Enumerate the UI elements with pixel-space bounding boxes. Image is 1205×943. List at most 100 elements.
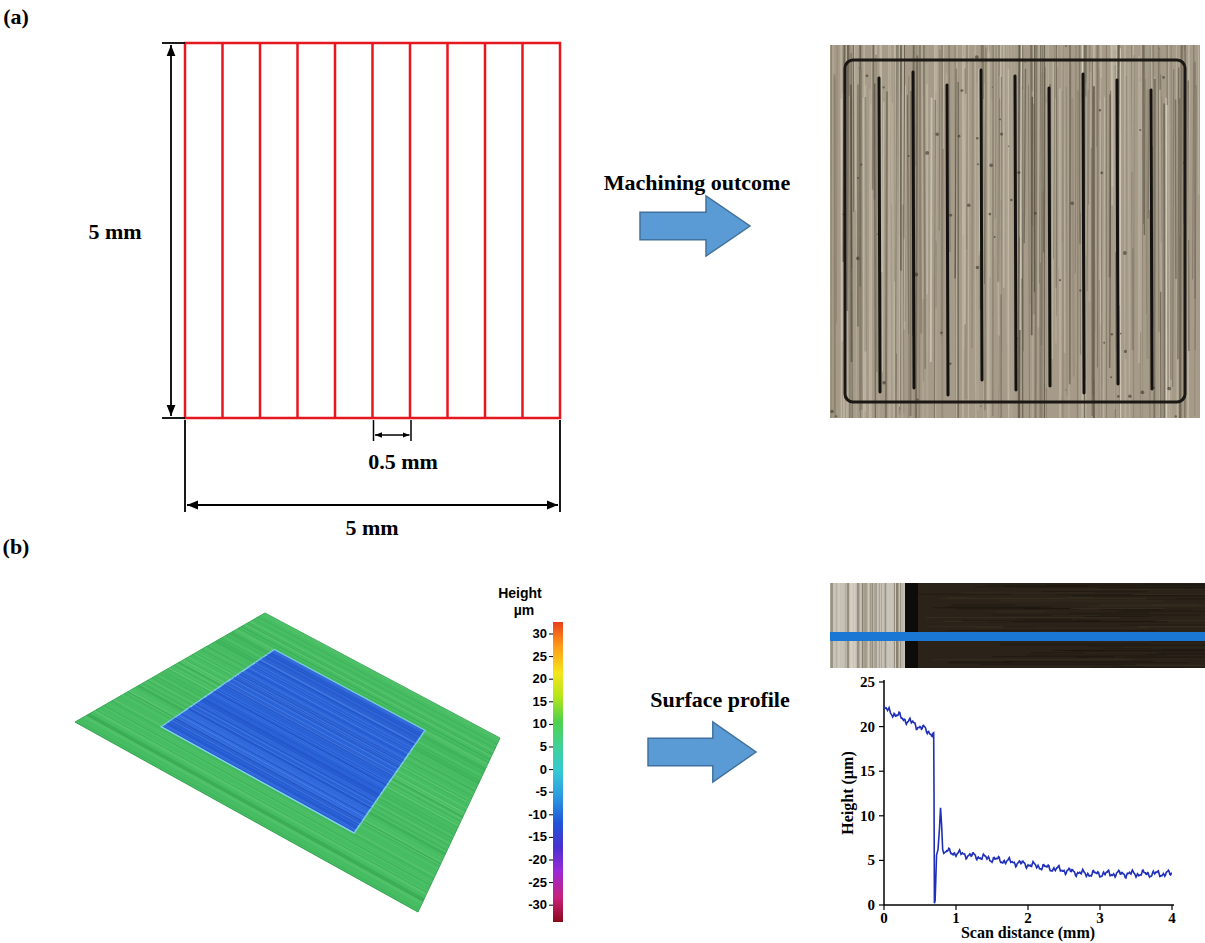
surface-streak [190,707,372,807]
surface-streak [941,598,1176,599]
surface-streak [879,583,880,668]
machined-groove [1117,80,1118,384]
surface-streak [255,663,413,748]
axis-tick-label: 5 [868,852,876,869]
surface-streak [1099,604,1205,605]
surface-streak [918,594,1010,595]
surface-pit [877,233,878,234]
surface-streak [846,583,847,668]
surface-streak [1175,99,1177,278]
surface-streak [848,583,849,668]
colorbar-tick [549,724,553,725]
scan-line [521,43,524,418]
surface-streak [1000,600,1163,601]
surface-streak [172,720,361,824]
surface-streak [875,45,876,418]
colorbar-tick-label: -5 [535,785,547,799]
surface-streak [1072,595,1205,596]
surface-streak [865,583,867,668]
dimension-line [375,434,410,436]
surface-streak [1153,79,1155,418]
extension-line [184,420,186,512]
surface-streak [897,583,899,668]
axis-tick [1171,905,1172,910]
surface-streak [263,658,418,741]
dimension-label: 5 mm [345,516,398,540]
surface-pit [860,164,862,166]
colorbar-tick [549,656,553,657]
colorbar-tick [549,747,553,748]
surface-pit [925,151,929,155]
surface-streak [895,583,897,668]
surface-pit [1059,279,1061,281]
surface-streak [975,45,976,385]
surface-streak [845,583,846,668]
surface-streak [894,583,895,668]
surface-streak [1053,45,1054,259]
surface-streak [1103,97,1105,418]
axis-tick-label: 0 [868,897,876,914]
surface-streak [870,583,871,668]
surface-streak [1111,45,1112,205]
surface-streak [1162,96,1163,418]
surface-streak [897,583,898,668]
surface-pit [882,86,884,88]
colorbar-tick [549,882,553,883]
colorbar-tick [549,860,553,861]
surface-pit [1008,146,1010,148]
surface-streak [189,708,372,808]
surface-streak [201,699,379,796]
surface-streak [1075,46,1077,274]
axis-tick-label: 3 [1096,910,1104,927]
surface-streak [974,45,976,418]
surface-streak [962,621,1155,622]
extension-line [162,42,185,44]
scan-line [484,43,487,418]
extension-line [559,420,561,512]
surface-streak [920,45,921,333]
surface-streak [918,45,920,418]
surface-streak [1165,98,1167,418]
surface-streak [866,583,867,668]
surface-streak [1147,654,1205,655]
surface-streak [849,583,851,668]
surface-streak [1100,45,1101,280]
surface-streak [1032,91,1034,418]
surface-streak [1180,45,1181,418]
surface-streak [996,611,1046,612]
axis-tick-label: 4 [1168,910,1176,927]
micrograph [830,45,1200,418]
surface-streak [913,56,914,418]
surface-streak [1061,45,1062,394]
surface-streak [224,684,393,776]
surface-streak [899,45,900,407]
surface-pit [994,236,996,238]
scan-line [830,632,1205,641]
scan-line [446,43,449,418]
surface-streak [858,583,859,668]
surface-streak [836,45,838,323]
surface-streak [1000,45,1002,295]
surface-streak [1000,643,1151,644]
colorbar [553,622,563,922]
surface-streak [863,98,864,418]
surface-streak [1173,69,1174,387]
profile-line [884,706,1172,903]
axis-tick [879,860,884,861]
surface-streak [961,592,1095,593]
colorbar-tick-label: -30 [528,898,547,912]
colorbar-tick-label: 30 [533,627,547,641]
machined-groove [981,70,982,380]
surface-streak [952,47,954,307]
machined-outline [845,60,1185,402]
surface-streak [831,583,833,668]
surface-streak [1164,103,1165,418]
height-map [75,613,500,912]
colorbar-tick-label: -15 [528,830,547,844]
surface-streak [840,45,842,418]
surface-streak [862,583,863,668]
surface-streak [830,583,831,668]
surface-streak [1146,599,1205,600]
surface-streak [888,583,889,668]
surface-streak [1087,90,1088,292]
